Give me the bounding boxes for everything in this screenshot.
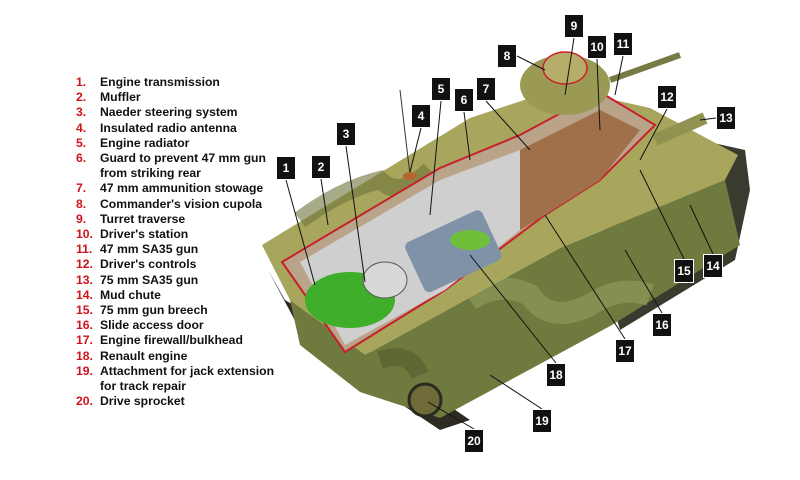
legend-item: 6. Guard to prevent 47 mm gun from striki…	[76, 151, 290, 181]
legend-item: 3. Naeder steering system	[76, 105, 290, 120]
legend: 1. Engine transmission 2. Muffler 3. Naeder s…	[76, 75, 290, 409]
legend-item: 2. Muffler	[76, 90, 290, 105]
callout-20: 20	[464, 429, 484, 453]
legend-label: Mud chute	[100, 287, 161, 302]
legend-label: Driver's station	[100, 227, 189, 242]
legend-item: 14. Mud chute	[76, 288, 290, 303]
callout-7: 7	[476, 77, 496, 101]
callout-16: 16	[652, 313, 672, 337]
callout-8: 8	[497, 44, 517, 68]
legend-label: Driver's controls	[100, 257, 197, 272]
gun-47mm	[608, 52, 682, 83]
legend-number: 18.	[76, 348, 93, 363]
callout-14: 14	[703, 254, 723, 278]
legend-item: 11. 47 mm SA35 gun	[76, 242, 290, 257]
callout-5: 5	[431, 77, 451, 101]
legend-number: 19.	[76, 363, 93, 378]
legend-item: 1. Engine transmission	[76, 75, 290, 90]
legend-number: 20.	[76, 394, 93, 409]
legend-label: Engine firewall/bulkhead	[100, 333, 243, 348]
legend-item: 18. Renault engine	[76, 349, 290, 364]
legend-label: Guard to prevent 47 mm gun from striking…	[100, 151, 266, 181]
legend-label: 75 mm gun breech	[100, 303, 208, 318]
legend-label: Naeder steering system	[100, 105, 238, 120]
callout-11: 11	[613, 32, 633, 56]
legend-item: 19. Attachment for jack extension for tra…	[76, 364, 290, 394]
legend-item: 4. Insulated radio antenna	[76, 121, 290, 136]
callout-12: 12	[657, 85, 677, 109]
legend-item: 7. 47 mm ammunition stowage	[76, 181, 290, 196]
legend-number: 12.	[76, 257, 93, 272]
legend-label: Renault engine	[100, 348, 188, 363]
callout-19: 19	[532, 409, 552, 433]
legend-number: 5.	[76, 135, 87, 150]
legend-number: 2.	[76, 90, 87, 105]
legend-number: 7.	[76, 181, 87, 196]
legend-item: 13. 75 mm SA35 gun	[76, 273, 290, 288]
gun-75mm	[652, 112, 708, 146]
legend-number: 11.	[76, 242, 93, 257]
legend-label: Attachment for jack extension for track …	[100, 363, 275, 394]
commanders-cupola	[542, 51, 588, 85]
legend-number: 3.	[76, 105, 87, 120]
callout-15: 15	[674, 259, 694, 283]
legend-number: 17.	[76, 333, 93, 348]
legend-label: Muffler	[100, 90, 141, 105]
legend-item: 9. Turret traverse	[76, 212, 290, 227]
legend-label: 47 mm ammunition stowage	[100, 181, 264, 196]
legend-label: Commander's vision cupola	[100, 196, 263, 211]
legend-number: 6.	[76, 151, 87, 166]
callout-2: 2	[311, 155, 331, 179]
legend-label: Engine transmission	[100, 75, 220, 89]
callout-6: 6	[454, 88, 474, 112]
legend-label: 75 mm SA35 gun	[100, 272, 199, 287]
callout-10: 10	[587, 35, 607, 59]
callout-18: 18	[546, 363, 566, 387]
legend-number: 14.	[76, 287, 93, 302]
legend-item: 17. Engine firewall/bulkhead	[76, 333, 290, 348]
legend-item: 20. Drive sprocket	[76, 394, 290, 409]
legend-label: Engine radiator	[100, 135, 190, 150]
legend-label: 47 mm SA35 gun	[100, 242, 199, 257]
legend-item: 5. Engine radiator	[76, 136, 290, 151]
legend-number: 13.	[76, 272, 93, 287]
callout-4: 4	[411, 104, 431, 128]
legend-item: 15. 75 mm gun breech	[76, 303, 290, 318]
legend-item: 8. Commander's vision cupola	[76, 197, 290, 212]
callout-1: 1	[276, 156, 296, 180]
legend-label: Slide access door	[100, 318, 204, 333]
legend-item: 16. Slide access door	[76, 318, 290, 333]
legend-item: 12. Driver's controls	[76, 257, 290, 272]
callout-3: 3	[336, 122, 356, 146]
legend-number: 9.	[76, 211, 87, 226]
leader-lines	[285, 37, 717, 430]
legend-label: Turret traverse	[100, 211, 186, 226]
drive-sprocket	[407, 382, 443, 418]
legend-label: Insulated radio antenna	[100, 120, 237, 135]
legend-label: Drive sprocket	[100, 394, 185, 409]
legend-number: 8.	[76, 196, 87, 211]
callout-9: 9	[564, 14, 584, 38]
legend-number: 15.	[76, 303, 93, 318]
legend-number: 4.	[76, 120, 87, 135]
legend-number: 16.	[76, 318, 93, 333]
legend-item: 10. Driver's station	[76, 227, 290, 242]
callout-13: 13	[716, 106, 736, 130]
legend-number: 1.	[76, 75, 87, 89]
legend-number: 10.	[76, 227, 93, 242]
callout-17: 17	[615, 339, 635, 363]
